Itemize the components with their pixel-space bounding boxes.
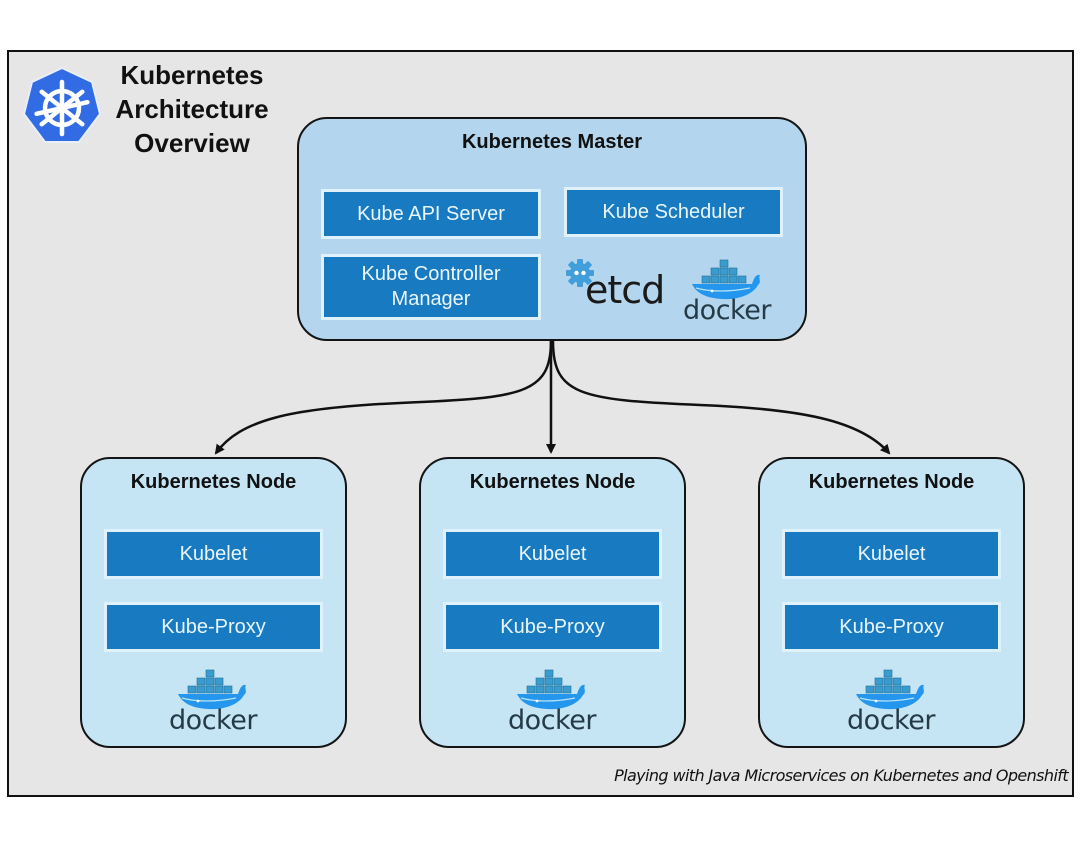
kube-api-server-box: Kube API Server — [321, 189, 541, 239]
node-title: Kubernetes Node — [130, 471, 297, 493]
docker-whale-icon — [692, 259, 760, 300]
etcd-logo: etcd — [565, 258, 665, 314]
kubelet-box: Kubelet — [443, 529, 662, 579]
page-title: Kubernetes Architecture Overview — [104, 58, 280, 160]
docker-whale-icon — [856, 669, 924, 710]
etcd-icon — [566, 259, 594, 287]
footer-caption: Playing with Java Microservices on Kuber… — [614, 766, 1069, 785]
kube-proxy-box: Kube-Proxy — [104, 602, 323, 652]
docker-label: docker — [169, 705, 257, 736]
kubelet-box: Kubelet — [782, 529, 1001, 579]
kube-proxy-box: Kube-Proxy — [443, 602, 662, 652]
title-line: Kubernetes — [120, 60, 264, 90]
node-title: Kubernetes Node — [469, 471, 636, 493]
kube-controller-manager-box: Kube Controller Manager — [321, 254, 541, 320]
docker-label: docker — [683, 295, 771, 326]
docker-whale-icon — [178, 669, 246, 710]
docker-logo-master: docker — [682, 258, 772, 324]
node-title: Kubernetes Node — [808, 471, 975, 493]
docker-label: docker — [508, 705, 596, 736]
title-line: Overview — [134, 128, 250, 158]
kube-scheduler-box: Kube Scheduler — [564, 187, 783, 237]
docker-logo-node-1: docker — [168, 668, 258, 734]
kube-proxy-box: Kube-Proxy — [782, 602, 1001, 652]
master-title: Kubernetes Master — [461, 131, 643, 153]
docker-label: docker — [847, 705, 935, 736]
kubelet-box: Kubelet — [104, 529, 323, 579]
docker-logo-node-2: docker — [507, 668, 597, 734]
kubernetes-logo-icon — [22, 66, 102, 143]
etcd-label: etcd — [585, 268, 665, 312]
docker-logo-node-3: docker — [846, 668, 936, 734]
docker-whale-icon — [517, 669, 585, 710]
title-line: Architecture — [115, 94, 269, 124]
